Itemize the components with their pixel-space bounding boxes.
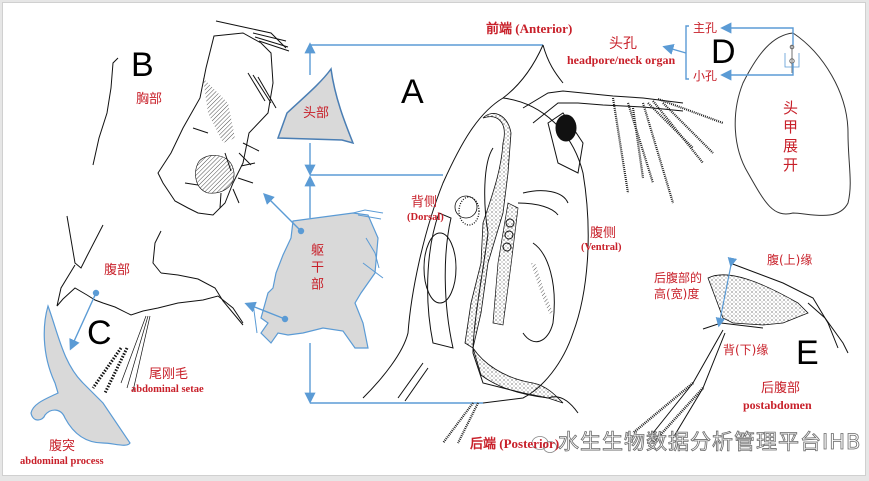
setae-label-en: abdominal setae [131, 384, 204, 395]
setae-label-cn: 尾刚毛 [149, 367, 189, 382]
diagram-canvas: B 胸部 A 前端 (Anterior) 头部 躯干部 背侧 (Dorsal) … [2, 2, 866, 476]
trunk-shape [260, 212, 379, 349]
antenna-setae [442, 97, 724, 444]
panel-b-thoracic-limb [92, 20, 290, 216]
ventral-setae-ridge [454, 195, 478, 219]
ventral-label-cn: 腹侧 [590, 226, 617, 241]
pointer-arrows [69, 193, 305, 351]
head-shape [276, 67, 355, 145]
panel-d-letter: D [711, 33, 736, 71]
panel-b-letter: B [131, 46, 154, 84]
headpore-label-en: headpore/neck organ [567, 53, 676, 67]
dorsal-label-en: (Dorsal) [407, 212, 444, 223]
panel-c-abdomen [56, 215, 244, 394]
ventral-margin-label: 腹(上)缘 [767, 253, 813, 267]
abdominal-process-label-en: abdominal process [20, 456, 104, 467]
headpore-label-cn: 头孔 [609, 36, 637, 52]
diagram-drawing [30, 20, 851, 453]
thorax-label: 胸部 [136, 92, 163, 107]
main-pore-label: 主孔 [693, 21, 718, 35]
height-label-line1: 后腹部的 [654, 271, 703, 285]
watermark-text: 水生生物数据分析管理平台IHB [558, 430, 862, 454]
anterior-label: 前端 (Anterior) [486, 22, 572, 36]
head-label: 头部 [303, 106, 330, 121]
ventral-label-en: (Ventral) [581, 242, 622, 253]
wechat-icon [531, 436, 557, 453]
posterior-label: 后端 (Posterior) [470, 436, 560, 451]
panel-c-letter: C [87, 314, 112, 352]
postabdomen-label-en: postabdomen [743, 398, 812, 412]
minor-pore-label: 小孔 [693, 69, 718, 83]
abdominal-process-label-cn: 腹突 [49, 439, 76, 454]
trunk-label: 躯干部 [308, 243, 323, 294]
dorsal-margin-label: 背(下)缘 [723, 343, 769, 357]
height-label-line2: 高(宽)度 [654, 287, 700, 301]
dorsal-label-cn: 背侧 [411, 195, 438, 210]
headpore-arrows [662, 22, 794, 81]
headshield-label: 头甲展开 [781, 100, 799, 176]
body-region-brackets [304, 42, 543, 404]
panel-e-letter: E [796, 334, 819, 372]
daphnia-body [362, 44, 684, 414]
anterior-text: 前端 (Anterior) [486, 21, 573, 36]
postabdomen-label-cn: 后腹部 [761, 381, 801, 396]
panel-a-letter: A [401, 73, 424, 111]
abdominal-process-shape [30, 304, 131, 446]
postabdominal-setae [632, 382, 704, 444]
panel-d-headshield [734, 32, 851, 216]
abdomen-label: 腹部 [104, 263, 131, 278]
height-measure-arrow [715, 256, 738, 328]
